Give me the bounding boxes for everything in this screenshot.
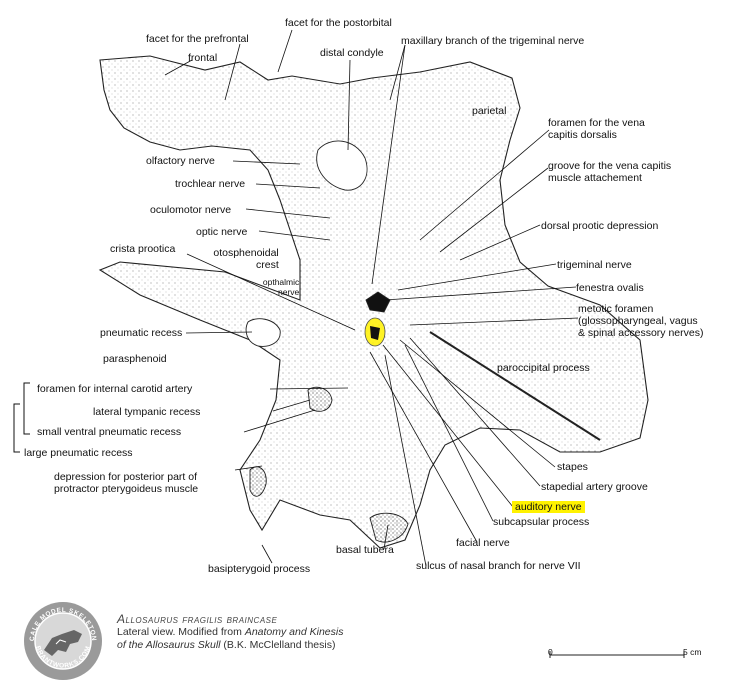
label-pneumatic-recess: pneumatic recess xyxy=(100,327,182,339)
caption-line-3: of the Allosaurus Skull (B.K. McClelland… xyxy=(117,639,417,652)
label-groove-line1: groove for the vena capitis xyxy=(548,160,671,172)
label-foramen-internal-carotid: foramen for internal carotid artery xyxy=(37,383,192,395)
label-vena-capitis: foramen for the vena capitis dorsalis xyxy=(548,117,645,141)
label-paroccipital-process: paroccipital process xyxy=(497,362,590,374)
label-facet-prefrontal: facet for the prefrontal xyxy=(146,33,249,45)
label-dorsal-prootic: dorsal prootic depression xyxy=(541,220,658,232)
label-opthalmic-line2: nerve xyxy=(278,287,299,297)
label-optic-nerve: optic nerve xyxy=(196,226,247,238)
brantworks-logo: SCALE MODEL SKELETONS BRANTWORKS.COM xyxy=(22,600,104,682)
recess-bracket xyxy=(14,383,30,452)
label-opthalmic-nerve: opthalmic nerve xyxy=(258,278,299,297)
caption-line3-italic: of the Allosaurus Skull xyxy=(117,639,221,651)
label-sulcus-nasal: sulcus of nasal branch for nerve VII xyxy=(416,560,581,572)
label-metotic-line1: metotic foramen xyxy=(578,303,653,315)
label-parasphenoid: parasphenoid xyxy=(103,353,167,365)
label-auditory-nerve: auditory nerve xyxy=(512,501,585,513)
label-crista-prootica: crista prootica xyxy=(110,243,175,255)
label-vena-capitis-line1: foramen for the vena xyxy=(548,117,645,129)
label-depression-line2: protractor pterygoideus muscle xyxy=(54,483,198,495)
label-otosphenoidal-line2: crest xyxy=(256,259,279,271)
label-stapedial-artery-groove: stapedial artery groove xyxy=(541,481,648,493)
label-metotic-line3: & spinal accessory nerves) xyxy=(578,327,703,339)
label-stapes: stapes xyxy=(557,461,588,473)
label-depression-protractor: depression for posterior part of protrac… xyxy=(54,471,198,495)
label-distal-condyle: distal condyle xyxy=(320,47,384,59)
label-basipterygoid-process: basipterygoid process xyxy=(208,563,310,575)
label-parietal: parietal xyxy=(472,105,506,117)
scale-end-label: 5 cm xyxy=(683,646,701,658)
label-basal-tubera: basal tubera xyxy=(336,544,394,556)
label-facial-nerve: facial nerve xyxy=(456,537,510,549)
label-vena-capitis-line2: capitis dorsalis xyxy=(548,129,617,141)
label-large-pneumatic-recess: large pneumatic recess xyxy=(24,447,133,459)
label-trigeminal-nerve: trigeminal nerve xyxy=(557,259,632,271)
label-facet-postorbital: facet for the postorbital xyxy=(285,17,392,29)
label-subcapsular-process: subcapsular process xyxy=(493,516,589,528)
label-frontal: frontal xyxy=(188,52,217,64)
caption-line3-suffix: (B.K. McClelland thesis) xyxy=(221,639,336,651)
label-maxillary-branch: maxillary branch of the trigeminal nerve xyxy=(401,35,584,47)
label-otosphenoidal-crest: otosphenoidal crest xyxy=(208,247,279,271)
label-groove-line2: muscle attachement xyxy=(548,172,642,184)
label-otosphenoidal-line1: otosphenoidal xyxy=(213,247,278,259)
caption-line-2: Lateral view. Modified from Anatomy and … xyxy=(117,626,417,639)
label-lateral-tympanic-recess: lateral tympanic recess xyxy=(93,406,200,418)
label-oculomotor-nerve: oculomotor nerve xyxy=(150,204,231,216)
caption-line2-prefix: Lateral view. Modified from xyxy=(117,626,245,638)
figure-caption: Allosaurus fragilis braincase Lateral vi… xyxy=(117,612,417,652)
caption-line2-italic: Anatomy and Kinesis xyxy=(245,626,344,638)
scale-bar xyxy=(546,640,696,664)
label-metotic-foramen: metotic foramen (glossopharyngeal, vagus… xyxy=(578,303,703,339)
scale-start-label: 0 xyxy=(548,646,553,658)
label-olfactory-nerve: olfactory nerve xyxy=(146,155,215,167)
label-groove-vena: groove for the vena capitis muscle attac… xyxy=(548,160,671,184)
label-small-ventral-recess: small ventral pneumatic recess xyxy=(37,426,181,438)
label-opthalmic-line1: opthalmic xyxy=(263,277,299,287)
label-fenestra-ovalis: fenestra ovalis xyxy=(576,282,644,294)
label-trochlear-nerve: trochlear nerve xyxy=(175,178,245,190)
label-depression-line1: depression for posterior part of xyxy=(54,471,197,483)
label-metotic-line2: (glossopharyngeal, vagus xyxy=(578,315,698,327)
caption-title: Allosaurus fragilis braincase xyxy=(117,612,417,626)
